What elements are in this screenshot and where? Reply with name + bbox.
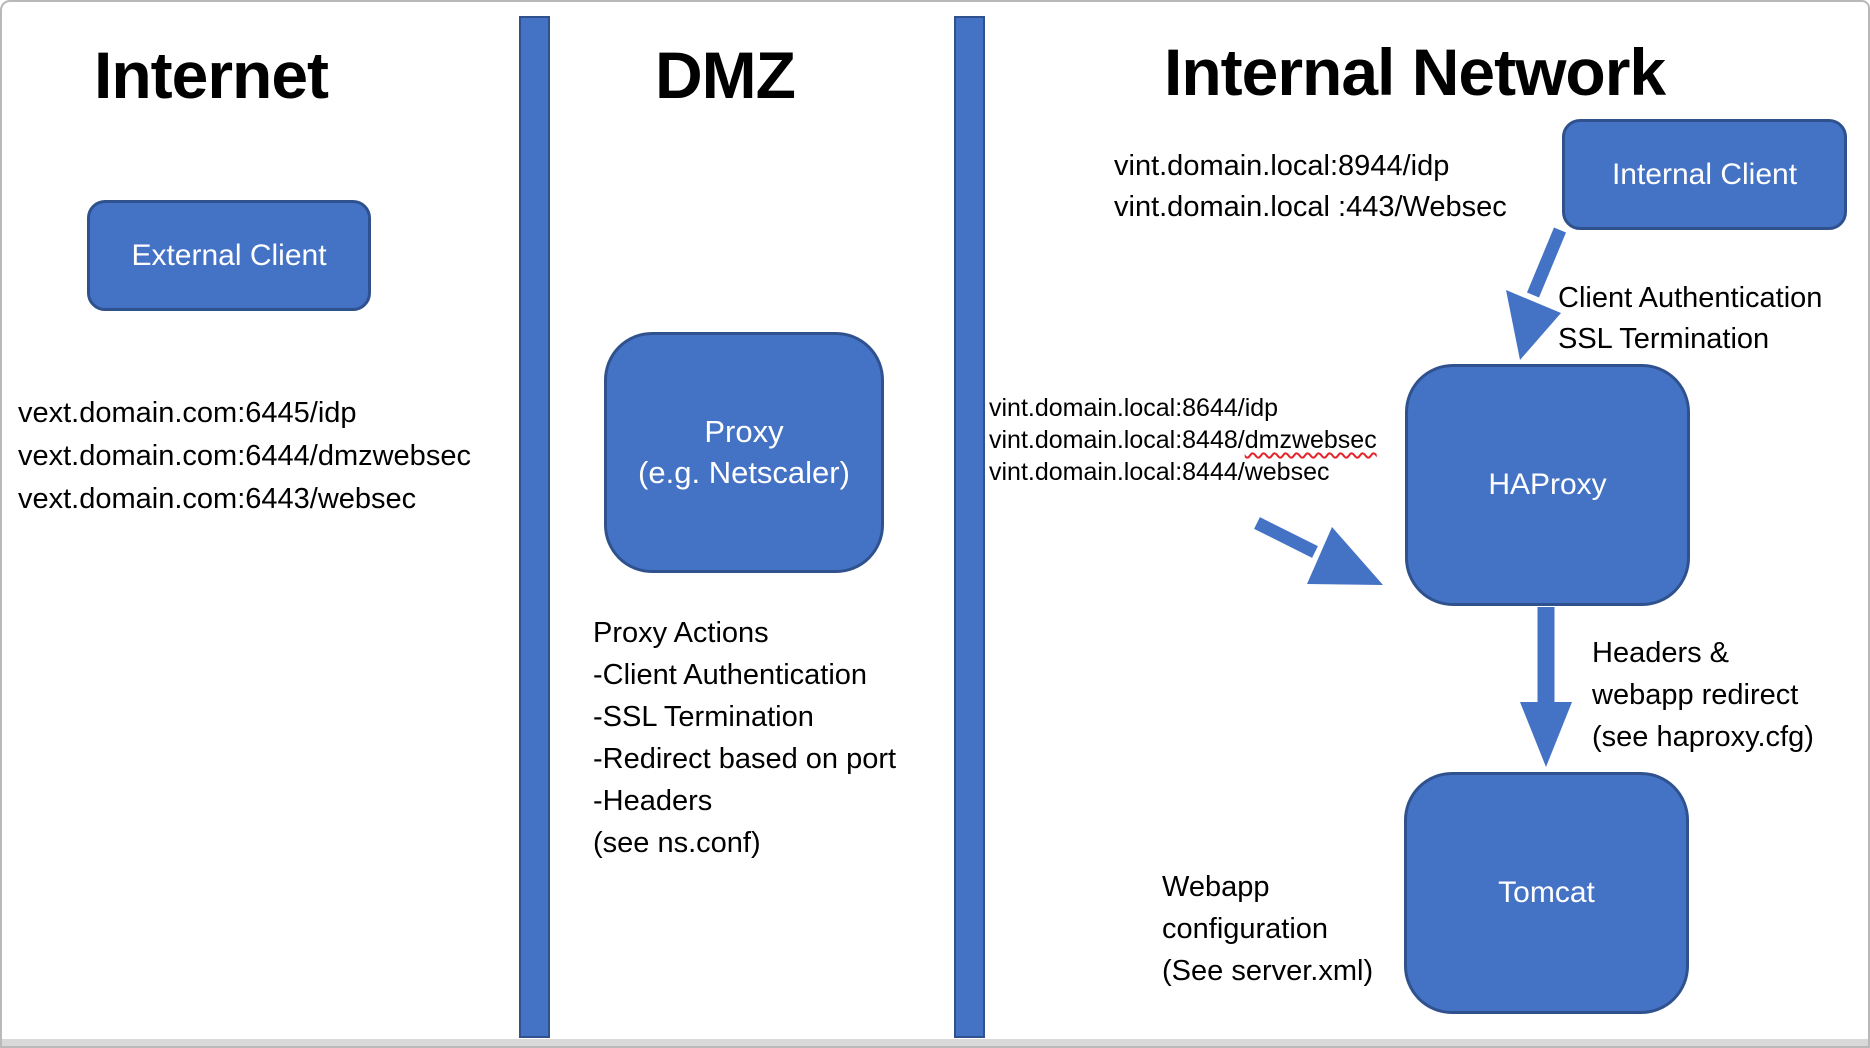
internet-dmz-boundary-bar [519,16,550,1038]
text-line: vint.domain.local :443/Websec [1114,191,1507,223]
text-line: vext.domain.com:6443/websec [18,483,417,515]
tomcat-label: Tomcat [1498,876,1595,910]
window-bottom-edge [2,1039,1868,1046]
vint-haproxy-endpoints-text: vint.domain.local:8644/idp vint.domain.l… [989,392,1377,488]
webapp-configuration-text: Webapp configuration (See server.xml) [1162,866,1373,992]
proxy-actions-text: Proxy Actions -Client Authentication -SS… [593,612,896,864]
text-line: Headers & [1592,637,1730,669]
text-line: Webapp [1162,871,1270,903]
proxy-label-line2: (e.g. Netscaler) [638,454,850,490]
text-line: Client Authentication [1558,282,1823,314]
endpoints-to-haproxy-arrow [1254,517,1383,585]
client-authentication-steps-text: Client Authentication SSL Termination [1558,278,1822,360]
internal-client-to-haproxy-arrow [1506,227,1567,360]
zone-title-internal-network: Internal Network [1164,35,1666,109]
text-line: vint.domain.local:8448/dmzwebsec [989,424,1377,456]
text-line: vint.domain.local:8944/idp [1114,150,1450,182]
spellcheck-underlined-text: dmzwebsec [1244,426,1377,454]
text-line: Proxy Actions [593,617,769,649]
zone-title-dmz: DMZ [655,38,796,112]
haproxy-node: HAProxy [1405,364,1690,606]
text-segment: vint.domain.local:8448/ [989,426,1245,454]
text-line: (see haproxy.cfg) [1592,721,1814,753]
text-line: -Redirect based on port [593,743,897,775]
vext-endpoints-text: vext.domain.com:6445/idp vext.domain.com… [18,392,471,521]
text-line: -Headers [593,785,713,817]
external-client-label: External Client [131,238,327,272]
text-line: configuration [1162,913,1329,945]
haproxy-to-tomcat-arrow [1520,607,1572,767]
text-line: vext.domain.com:6444/dmzwebsec [18,440,471,472]
proxy-node: Proxy (e.g. Netscaler) [604,332,884,573]
external-client-node: External Client [87,200,371,311]
haproxy-label: HAProxy [1488,468,1607,502]
internal-client-label: Internal Client [1611,157,1798,191]
zone-title-internet: Internet [94,38,329,112]
vint-client-endpoints-text: vint.domain.local:8944/idp vint.domain.l… [1114,146,1507,228]
text-line: webapp redirect [1592,679,1799,711]
proxy-label-line1: Proxy [704,413,784,449]
text-line: vext.domain.com:6445/idp [18,397,357,429]
internal-client-node: Internal Client [1562,119,1847,230]
tomcat-node: Tomcat [1404,772,1689,1014]
text-line: -Client Authentication [593,659,868,691]
dmz-internal-boundary-bar [954,16,985,1038]
text-line: -SSL Termination [593,701,814,733]
text-line: vint.domain.local:8644/idp [989,394,1279,422]
text-line: SSL Termination [1558,323,1770,355]
text-line: (see ns.conf) [593,827,761,859]
headers-webapp-redirect-text: Headers & webapp redirect (see haproxy.c… [1592,632,1814,758]
text-line: vint.domain.local:8444/websec [989,458,1330,486]
text-line: (See server.xml) [1162,955,1374,987]
